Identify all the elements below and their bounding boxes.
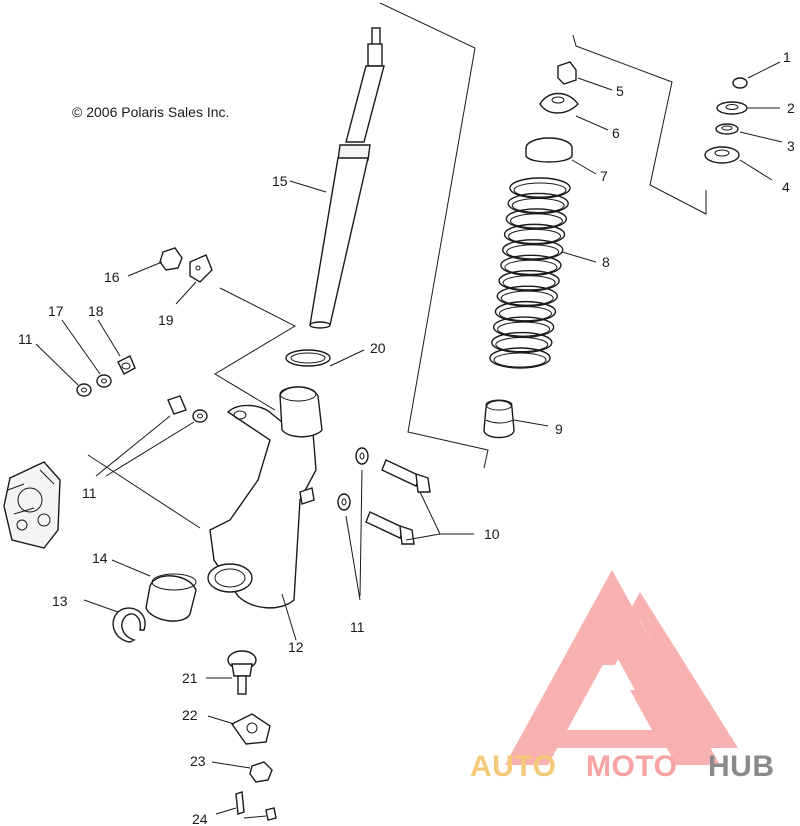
spring-coil-inner [493,352,547,368]
nut-part-1 [732,77,748,89]
callout-11-right: 11 [350,619,365,635]
callout-13: 13 [52,593,68,609]
bolt-part-10-upper [381,459,431,493]
ball-joint-part-21 [227,650,257,695]
grouping-lines [87,2,707,529]
watermark-text: AUTO MOTO HUB [470,750,775,783]
clip-part-19 [189,254,213,283]
washer-part-3 [715,123,739,135]
spring-coil-inner [497,321,551,337]
callout-24: 24 [192,811,208,826]
callout-5: 5 [616,83,624,99]
watermark-logo [505,570,738,765]
callout-10: 10 [484,526,500,542]
callout-11-middle: 11 [82,485,97,501]
washer-part-11-right-upper [355,447,369,465]
spring-coil-turn [507,192,569,215]
washer-part-17 [96,374,112,388]
washer-part-11-right-lower [337,493,351,511]
spring-coil-turn [491,331,553,354]
callout-18: 18 [88,303,104,319]
callout-11-upper-left: 11 [18,331,33,347]
callout-21: 21 [182,670,198,686]
spring-coil-turn [494,300,557,323]
nut-part-16 [159,247,183,271]
bolt-part-18 [117,355,136,375]
plate-part-22 [230,713,271,745]
spring-coil-inner [508,228,562,244]
spring-coil-turn [509,177,571,199]
spring-coil-turn [498,270,560,292]
callout-16: 16 [104,269,120,285]
washer-part-11-upper [76,383,92,397]
spring-cap-part-7 [525,137,573,163]
spring-coil-inner [495,337,549,353]
spring-coil-turn [496,285,558,307]
spring-coil-inner [506,244,560,260]
callout-20: 20 [370,340,386,356]
bushing-part-4 [704,146,740,164]
callout-numbers: 1 2 3 4 5 6 7 8 9 10 11 11 11 12 13 14 1… [18,49,795,826]
callout-9: 9 [555,421,563,437]
callout-8: 8 [602,254,610,270]
spring-coil-turn [492,316,555,338]
spring-coil-inner [513,182,567,198]
spring-coil-inner [509,213,563,229]
spring-coil-turn [505,208,568,230]
callout-2: 2 [787,100,795,116]
copyright-text: © 2006 Polaris Sales Inc. [72,104,229,120]
top-nut-part-5 [557,61,577,85]
spring-coil-turn [489,347,551,369]
callout-14: 14 [92,550,108,566]
steering-knuckle-part-12 [207,386,323,609]
watermark-hub: HUB [708,750,775,783]
spring-retainer-part-6 [539,92,579,114]
coil-spring-part-8 [489,177,571,369]
fastener-part-24 [235,791,277,821]
bushing-near-knuckle [167,395,208,423]
spring-coil-inner [498,306,552,322]
nut-part-23 [249,761,273,783]
callout-15: 15 [272,173,288,189]
spring-coil-inner [502,275,556,291]
watermark-moto: MOTO [586,750,677,783]
bump-stop-part-9 [483,399,515,439]
callout-7: 7 [600,168,608,184]
leader-lines [35,61,783,819]
callout-6: 6 [612,125,620,141]
spring-coil-turn [503,223,566,246]
spring-coil-inner [500,290,554,306]
washer-part-2 [716,101,748,115]
callout-1: 1 [783,49,791,65]
callout-4: 4 [782,179,790,195]
callout-12: 12 [288,639,304,655]
spring-coil-inner [511,197,565,213]
spring-coil-turn [500,254,562,276]
callout-22: 22 [182,707,198,723]
spring-coil-inner [504,259,558,275]
callout-19: 19 [158,312,174,328]
spring-coil-turn [502,239,564,261]
bolt-part-10-lower [365,511,415,545]
snap-ring-part-13 [112,607,146,643]
watermark-auto: AUTO [470,750,556,783]
bearing-part-14 [145,573,197,622]
callout-3: 3 [787,138,795,154]
callout-17: 17 [48,303,64,319]
hub-caliper-assembly [3,461,61,549]
o-ring-part-20 [285,349,331,367]
callout-23: 23 [190,753,206,769]
shock-absorber-part-15 [309,27,385,329]
